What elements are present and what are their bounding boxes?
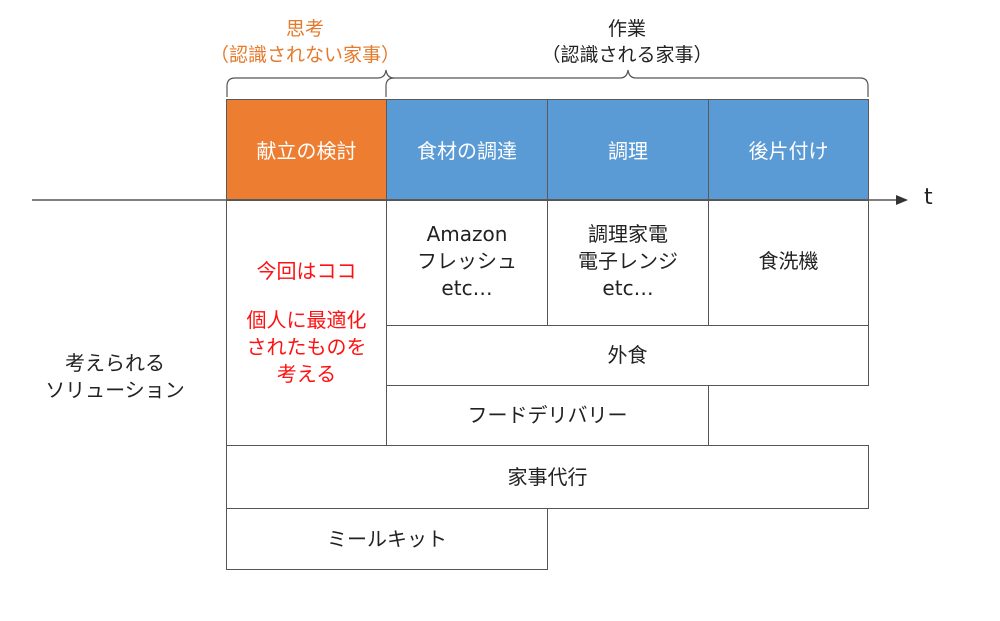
eating-out-cell: 外食 [386,325,869,386]
time-axis-arrowhead [896,195,908,205]
side-label-line1: 考えられる [65,351,165,375]
work-header: 作業 （認識される家事） [517,16,737,68]
work-subtitle: （認識される家事） [541,44,713,66]
procurement-solution-cell: Amazon フレッシュ etc… [386,200,548,326]
phase-cleanup: 後片付け [708,99,869,200]
cooking-solution-cell: 調理家電 電子レンジ etc… [547,200,709,326]
cooking-line2: 電子レンジ [578,248,678,273]
thinking-subtitle: （認識されない家事） [209,44,400,66]
thinking-title: 思考 [285,18,324,40]
work-title: 作業 [607,18,646,40]
side-label-line2: ソリューション [45,378,185,402]
procurement-line1: Amazon [426,221,508,246]
food-delivery-cell: フードデリバリー [386,385,709,446]
meal-kit-cell: ミールキット [226,508,548,570]
axis-label: t [924,185,933,210]
focus-line3: されたものを [246,335,367,359]
phase-menu-planning: 献立の検討 [226,99,387,200]
focus-line4: 考える [276,362,337,386]
cleanup-line1: 食洗機 [758,248,819,273]
procurement-line2: フレッシュ [417,248,517,273]
focus-line1: 今回はココ [256,259,357,283]
housework-service-cell: 家事代行 [226,445,869,509]
cooking-line1: 調理家電 [588,221,668,246]
thinking-bracket-line [226,69,395,97]
thinking-header: 思考 （認識されない家事） [195,16,415,68]
focus-line2: 個人に最適化 [246,308,367,332]
phase-cooking: 調理 [547,99,709,200]
phase-procurement: 食材の調達 [386,99,548,200]
focus-cell: 今回はココ 個人に最適化 されたものを 考える [226,200,387,446]
procurement-line3: etc… [441,275,493,300]
cooking-line3: etc… [602,275,654,300]
solutions-side-label: 考えられる ソリューション [30,350,200,404]
cleanup-solution-cell: 食洗機 [708,200,869,326]
work-bracket [385,69,869,97]
